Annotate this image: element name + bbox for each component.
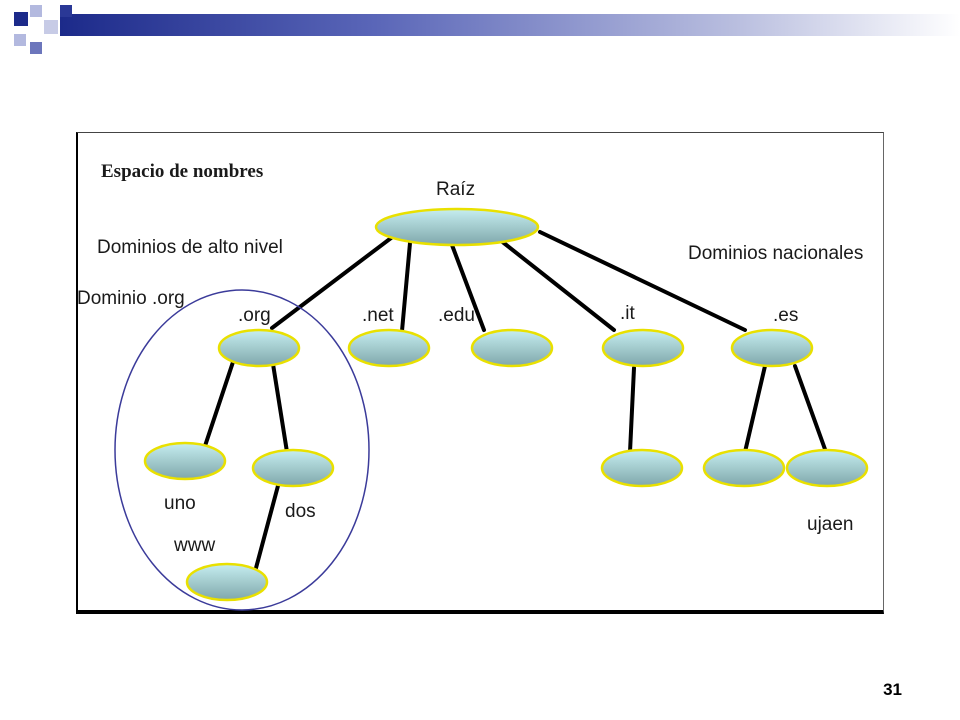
header-gradient-bar bbox=[60, 14, 960, 36]
deco-square-light bbox=[44, 20, 58, 34]
root-label: Raíz bbox=[436, 179, 475, 200]
edu-node bbox=[470, 328, 554, 368]
deco-square-dark bbox=[30, 42, 42, 54]
org-label: .org bbox=[238, 305, 271, 326]
edge-root-edu bbox=[450, 243, 486, 332]
deco-square-dark bbox=[60, 5, 72, 17]
it-label: .it bbox=[620, 303, 636, 324]
uno-label: uno bbox=[164, 493, 196, 514]
edu-label: .edu bbox=[438, 305, 475, 326]
diagram-title: Espacio de nombres bbox=[101, 161, 263, 182]
edge-it-child bbox=[628, 366, 636, 454]
deco-square-light bbox=[14, 34, 26, 46]
it-child-node bbox=[600, 448, 684, 488]
www-label: www bbox=[173, 535, 215, 556]
dos-node bbox=[251, 448, 335, 488]
edge-es-left bbox=[743, 364, 767, 454]
es-node bbox=[730, 328, 814, 368]
dos-label: dos bbox=[285, 501, 316, 522]
root-node bbox=[374, 207, 540, 247]
edge-es-ujaen bbox=[793, 364, 828, 454]
ujaen-label: ujaen bbox=[807, 514, 854, 535]
edge-root-it bbox=[498, 238, 616, 332]
edge-dos-www bbox=[254, 480, 281, 570]
national-domains-label: Dominios nacionales bbox=[688, 243, 863, 264]
ujaen-node bbox=[785, 448, 869, 488]
it-node bbox=[601, 328, 685, 368]
slide-number: 31 bbox=[883, 680, 902, 699]
es-left-node bbox=[702, 448, 786, 488]
org-domain-circle bbox=[114, 289, 370, 611]
edge-root-net bbox=[400, 241, 412, 333]
tree-edges bbox=[203, 230, 828, 570]
edge-org-uno bbox=[203, 360, 235, 448]
deco-square-dark bbox=[14, 12, 28, 26]
deco-square-light bbox=[30, 5, 42, 17]
edge-root-es bbox=[538, 230, 747, 332]
es-label: .es bbox=[773, 305, 798, 326]
org-node bbox=[217, 328, 301, 368]
uno-node bbox=[143, 441, 227, 481]
net-node bbox=[347, 328, 431, 368]
edge-org-dos bbox=[271, 362, 289, 454]
edge-root-org bbox=[270, 233, 397, 330]
top-level-domains-label: Dominios de alto nivel bbox=[97, 237, 283, 258]
org-group-label: Dominio .org bbox=[77, 288, 185, 309]
www-node bbox=[185, 562, 269, 602]
net-label: .net bbox=[362, 305, 394, 326]
